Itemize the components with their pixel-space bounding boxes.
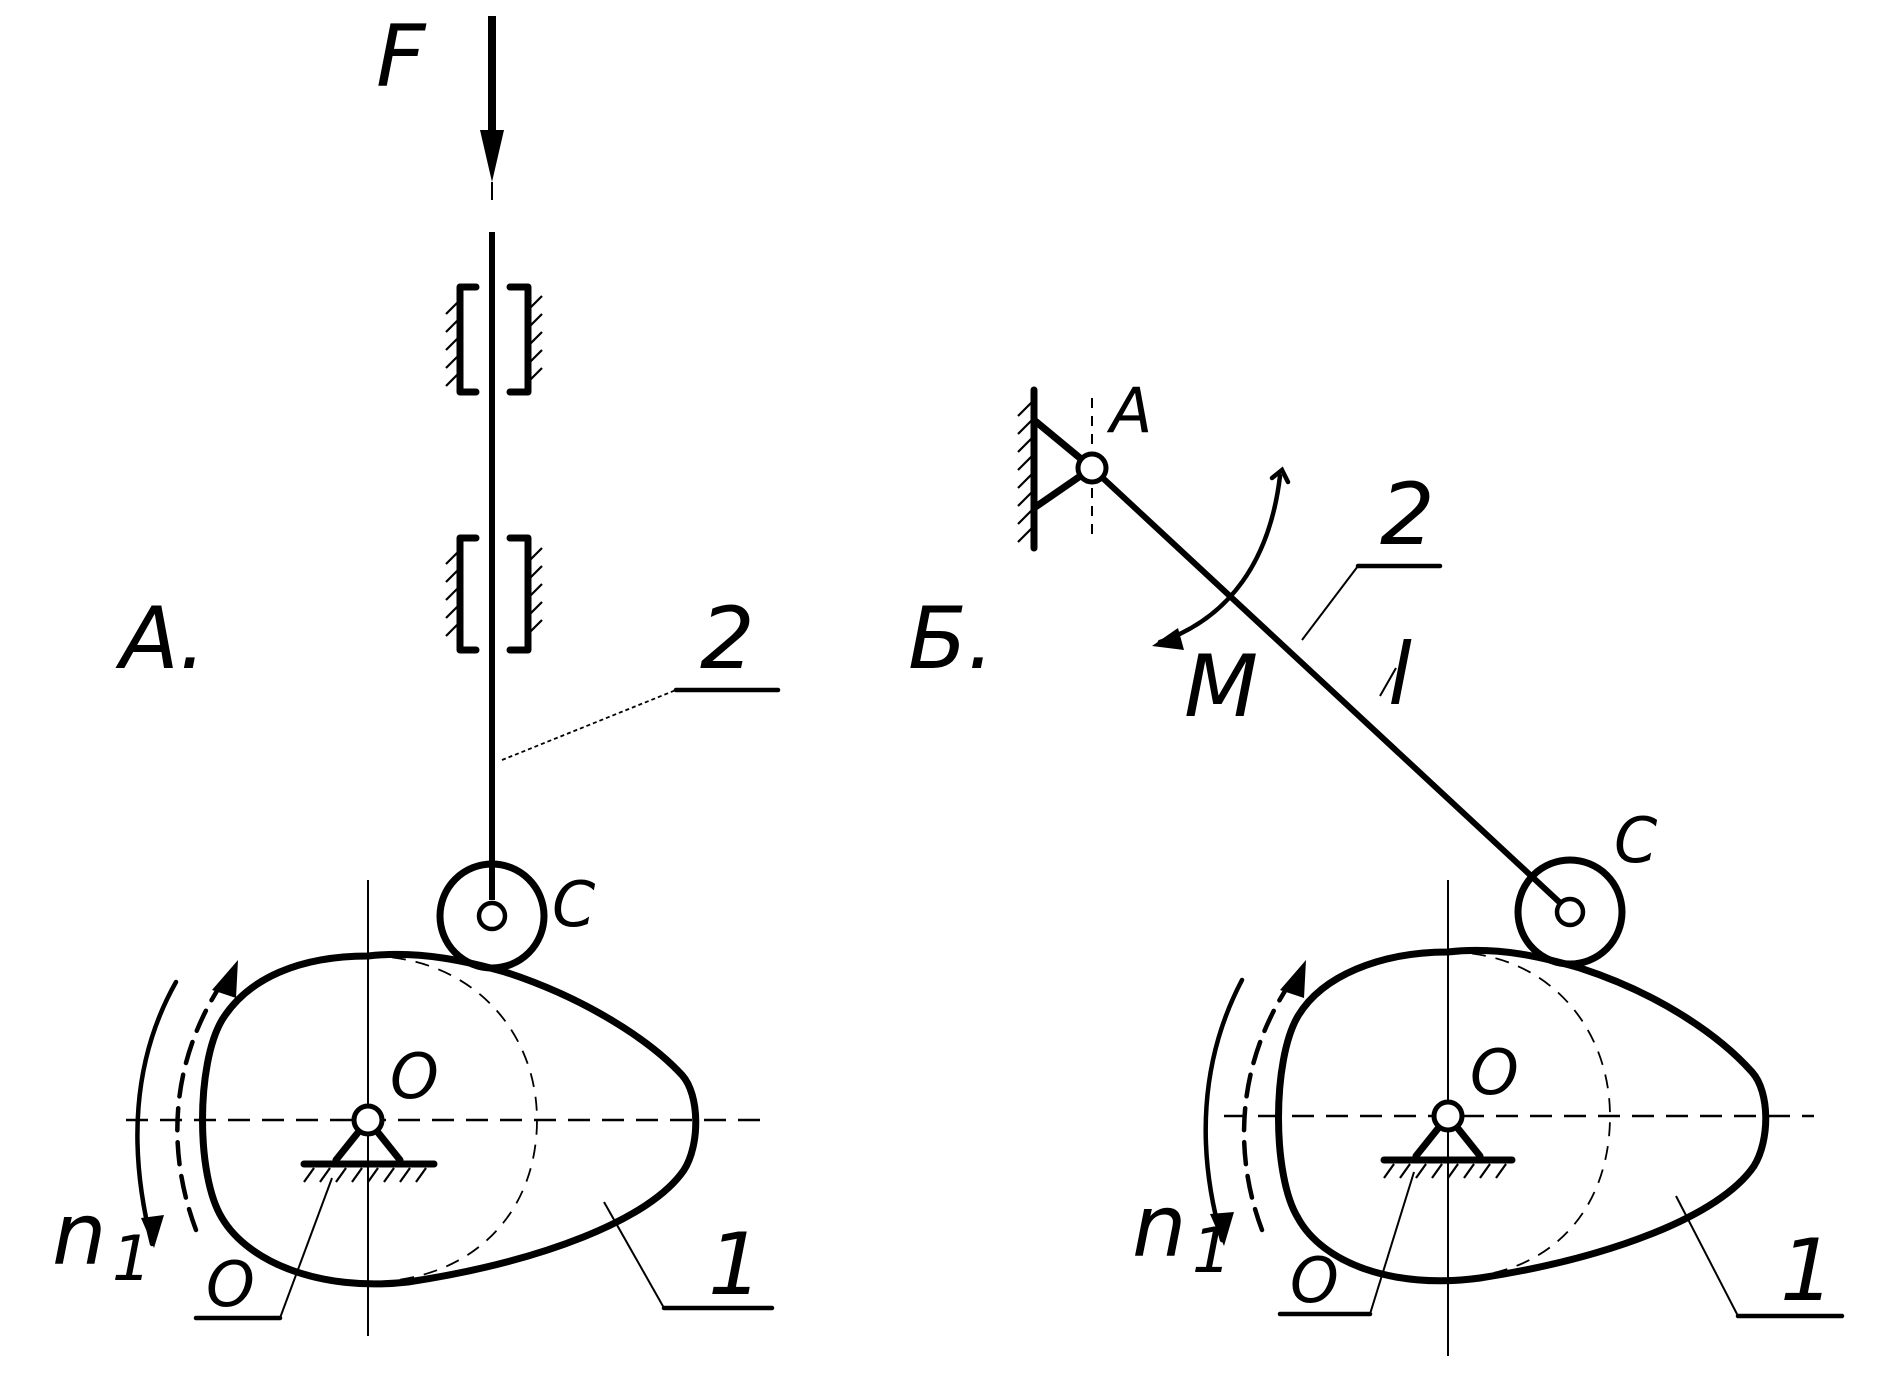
cam-pivot-support <box>300 1103 438 1183</box>
diagram-b-label: Б. <box>908 589 994 689</box>
follower-part-leader <box>501 687 781 761</box>
guide-bearing-lower <box>445 534 543 654</box>
rotation-b-label: n <box>1132 1177 1187 1277</box>
length-leader <box>1379 667 1397 697</box>
moment-arrow <box>1152 466 1291 650</box>
pivot-leader <box>193 1177 333 1321</box>
pivot-b-leader-label: O <box>1290 1244 1339 1317</box>
cam-part-number: 1 <box>708 1215 763 1315</box>
pivot-b-label: O <box>1470 1036 1519 1109</box>
rotation-arrows-b <box>1203 960 1306 1246</box>
diagram-a-label: А. <box>115 589 206 689</box>
rotation-label: n <box>52 1185 107 1285</box>
rotation-subscript: 1 <box>112 1222 151 1295</box>
cam-part-leader <box>603 1201 775 1311</box>
diagram-b: Б. A M l <box>908 374 1845 1356</box>
lever-arm <box>1089 465 1573 915</box>
moment-label: M <box>1184 637 1258 737</box>
length-label: l <box>1388 625 1412 725</box>
lever-pivot <box>1075 451 1109 485</box>
cam-b-profile <box>1275 946 1770 1285</box>
pivot-label: O <box>390 1040 439 1113</box>
follower-part-number: 2 <box>700 589 755 689</box>
roller-label: C <box>552 868 596 941</box>
guide-bearing-upper <box>445 283 543 396</box>
roller-b-label: C <box>1614 804 1658 877</box>
base-circle <box>367 955 538 1283</box>
cam-b-pivot-support <box>1380 1099 1516 1179</box>
lever-part-leader <box>1301 563 1443 641</box>
cam-profile <box>199 950 700 1288</box>
force-arrow <box>480 16 504 200</box>
cam-b-part-number: 1 <box>1780 1221 1835 1321</box>
pivot-leader-label: O <box>206 1248 255 1321</box>
diagram-a: F <box>52 7 781 1336</box>
lever-part-number: 2 <box>1380 465 1435 565</box>
rotation-b-subscript: 1 <box>1192 1214 1231 1287</box>
pivot-a-label: A <box>1106 374 1152 447</box>
pivot-b-leader <box>1277 1171 1415 1317</box>
cam-b-part-leader <box>1675 1195 1845 1319</box>
rotation-arrows <box>135 960 238 1248</box>
force-label: F <box>376 7 427 107</box>
roller-b <box>1514 856 1626 968</box>
